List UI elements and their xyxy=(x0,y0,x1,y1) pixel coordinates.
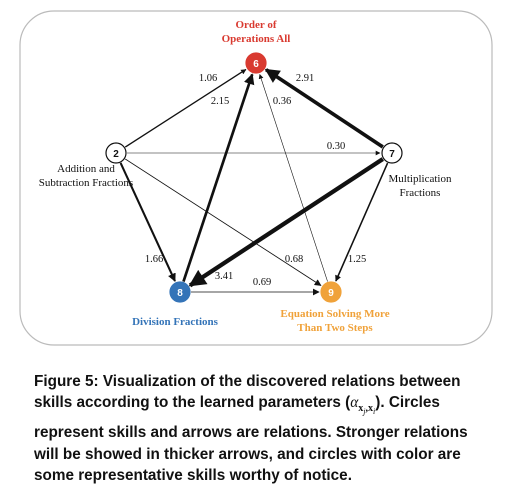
relation-arrow-7-to-6 xyxy=(264,68,384,149)
relation-arrow-2-to-8 xyxy=(119,162,176,282)
skill-node-id-6: 6 xyxy=(253,59,259,70)
diagram-frame xyxy=(19,10,493,346)
relation-arrow-9-to-6 xyxy=(258,73,328,282)
relation-weight-7-to-8: 3.41 xyxy=(215,271,233,282)
figure-caption: Figure 5: Visualization of the discovere… xyxy=(34,371,489,486)
skill-node-6 xyxy=(245,52,267,74)
skill-node-2 xyxy=(105,142,127,164)
relation-weight-2-to-6: 1.06 xyxy=(199,73,217,84)
caption-suffix: ). Circles represent skills and arrows a… xyxy=(34,394,468,484)
skill-node-id-8: 8 xyxy=(177,288,183,299)
caption-prefix: Figure 5: Visualization of the discovere… xyxy=(34,373,461,412)
caption-subscript-i: i xyxy=(373,407,376,417)
skill-node-9 xyxy=(320,281,342,303)
relation-weight-2-to-8: 1.66 xyxy=(145,254,163,265)
relation-weight-9-to-6: 0.36 xyxy=(273,96,291,107)
relation-arrow-7-to-9 xyxy=(335,162,389,282)
skill-node-7 xyxy=(381,142,403,164)
caption-alpha-subscript: xj,xi xyxy=(358,403,376,417)
relation-arrow-8-to-6 xyxy=(182,73,255,282)
caption-alpha: α xyxy=(350,394,359,412)
relation-weight-8-to-9: 0.69 xyxy=(253,277,271,288)
caption-subscript-comma: , xyxy=(365,403,369,415)
relation-weight-7-to-9: 1.25 xyxy=(348,254,366,265)
skill-node-id-9: 9 xyxy=(328,288,334,299)
relation-arrow-2-to-6 xyxy=(124,68,247,148)
skill-label-8: Division Fractions xyxy=(132,316,219,328)
skill-node-id-2: 2 xyxy=(113,149,119,160)
relation-weight-2-to-9: 0.68 xyxy=(285,254,303,265)
skill-node-id-7: 7 xyxy=(389,149,395,160)
relation-weight-7-to-6: 2.91 xyxy=(296,73,314,84)
relation-arrow-2-to-9 xyxy=(125,158,322,286)
skill-node-8 xyxy=(169,281,191,303)
caption-subscript-j: j xyxy=(363,407,366,417)
caption-subscript-x1: x xyxy=(358,403,364,415)
caption-subscript-x2: x xyxy=(368,403,374,415)
relation-arrow-7-to-8 xyxy=(188,157,384,288)
relation-weight-8-to-6: 2.15 xyxy=(211,96,229,107)
relation-weight-2-to-7: 0.30 xyxy=(327,141,345,152)
